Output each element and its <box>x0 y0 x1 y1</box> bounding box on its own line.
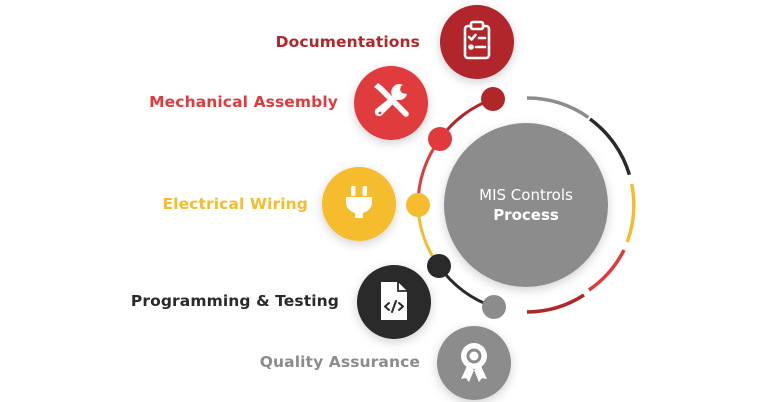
step-label-electrical-wiring: Electrical Wiring <box>162 195 308 213</box>
ring-segment-darkred <box>526 293 585 314</box>
ring-segment-red <box>588 249 626 292</box>
step-quality-circle <box>437 326 511 400</box>
connector-dots <box>406 87 506 319</box>
ring-segment-gray <box>526 96 590 119</box>
dot-mechanical <box>428 127 452 151</box>
step-mechanical-circle <box>354 66 428 140</box>
dot-electrical <box>406 193 430 217</box>
ring-segment-black <box>588 117 632 176</box>
outer-ring <box>526 96 636 314</box>
step-label-programming-testing: Programming & Testing <box>130 292 339 310</box>
dot-documentations <box>481 87 505 111</box>
award-ribbon-icon <box>461 343 487 382</box>
step-documentations-circle <box>440 5 514 79</box>
step-programming-circle <box>357 265 431 339</box>
step-label-mechanical-assembly: Mechanical Assembly <box>149 93 338 111</box>
code-file-icon <box>381 282 407 320</box>
step-label-quality-assurance: Quality Assurance <box>259 353 420 371</box>
electric-plug-icon <box>345 186 373 218</box>
center-title: MIS Controls Process <box>444 185 608 225</box>
center-circle <box>444 123 608 287</box>
dot-quality <box>482 295 506 319</box>
ring-segment-yellow <box>625 183 636 243</box>
step-label-documentations: Documentations <box>275 33 420 51</box>
dot-programming <box>427 254 451 278</box>
step-electrical-circle <box>322 167 396 241</box>
wrench-screwdriver-icon <box>374 83 409 117</box>
center-title-line1: MIS Controls <box>479 186 573 204</box>
clipboard-checklist-icon <box>463 20 491 60</box>
center-title-line2: Process <box>493 206 559 224</box>
